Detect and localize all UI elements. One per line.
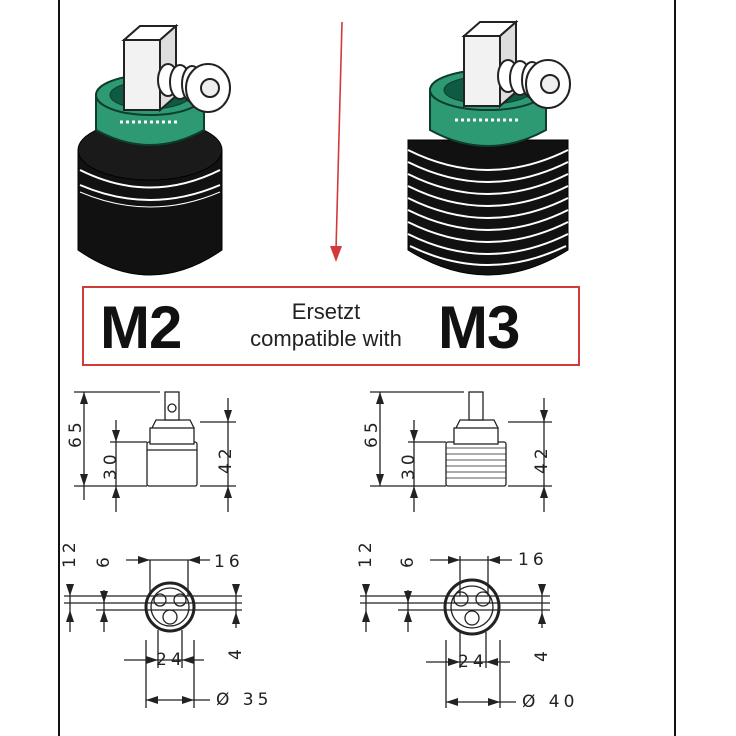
m2-dim-12: 12	[60, 538, 80, 568]
m2-dim-4: 4	[226, 645, 246, 660]
m3-top-arrows	[362, 556, 546, 706]
m3-top-view	[360, 556, 550, 708]
compatibility-banner: M2 Ersetzt compatible with M3	[82, 286, 580, 366]
m3-dim-6: 6	[398, 553, 418, 568]
m3-dim-30: 30	[399, 450, 419, 480]
figure-frame	[58, 0, 676, 736]
m2-side-view	[74, 391, 236, 512]
m2-dim-42: 42	[216, 444, 236, 474]
m3-side-arrows	[376, 392, 548, 498]
compatible-with-text: compatible with	[250, 326, 402, 351]
m2-dim-diameter: Ø 35	[216, 690, 273, 710]
m3-dim-24: 24	[458, 652, 488, 672]
m3-dim-16: 16	[518, 550, 548, 570]
m2-dim-16: 16	[214, 552, 244, 572]
m3-cartridge-illustration	[407, 19, 571, 276]
m3-side-view	[370, 391, 552, 512]
m2-top-arrows	[66, 556, 240, 704]
m2-dim-6: 6	[94, 553, 114, 568]
m2-dim-30: 30	[101, 450, 121, 480]
m2-dim-65: 65	[66, 418, 86, 448]
m2-dim-24: 24	[156, 650, 186, 670]
m2-top-view	[64, 559, 242, 708]
m2-cartridge-illustration	[77, 23, 231, 276]
m3-dim-4: 4	[532, 647, 552, 662]
replacement-arrow	[330, 21, 343, 262]
m3-label: M3	[438, 294, 520, 361]
m2-side-arrows	[80, 392, 232, 498]
m3-dim-12: 12	[356, 538, 376, 568]
ersetzt-text: Ersetzt	[291, 299, 361, 324]
m3-dim-65: 65	[362, 418, 382, 448]
compatibility-text: Ersetzt compatible with	[226, 298, 426, 352]
m3-dim-diameter: Ø 40	[522, 692, 579, 712]
m2-label: M2	[100, 294, 182, 361]
m3-dim-42: 42	[532, 444, 552, 474]
